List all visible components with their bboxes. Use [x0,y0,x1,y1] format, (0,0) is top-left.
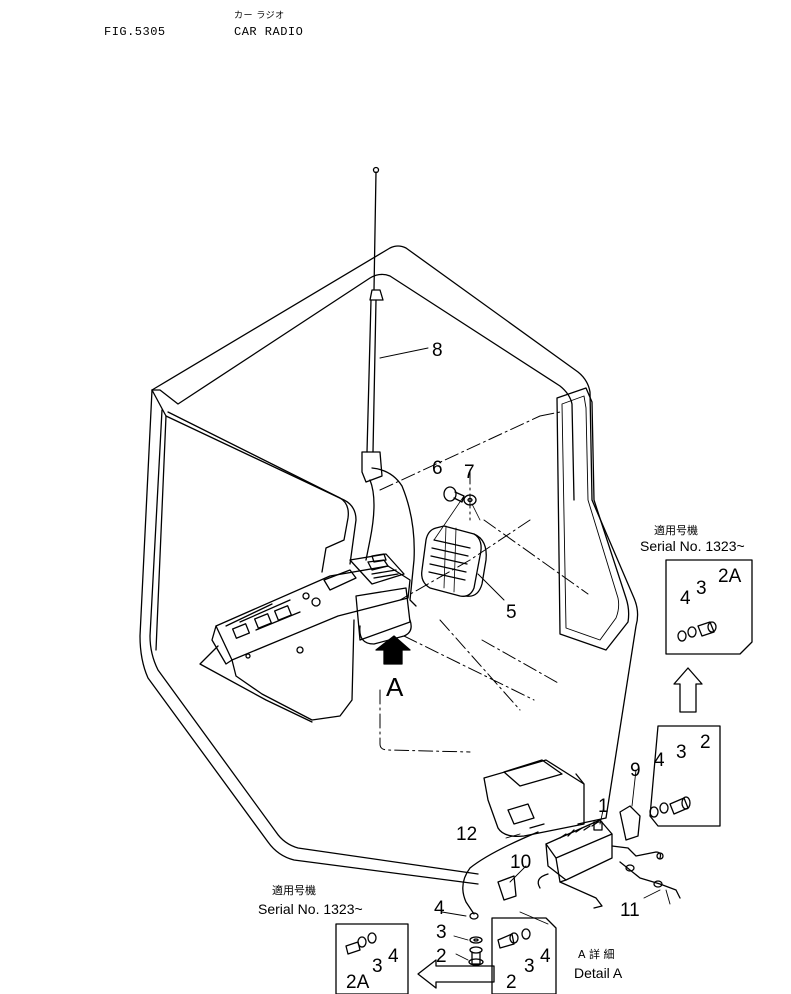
callout-3-bl: 3 [372,956,383,977]
callout-2-right: 2 [700,732,711,753]
callout-2A-bl: 2A [346,972,370,993]
leader-lines [441,805,661,961]
callout-8: 8 [432,340,443,361]
arrow-up [673,667,703,713]
callout-3-bd: 3 [524,956,535,977]
applicable-top-jp: 適用号機 [654,523,698,537]
leader-5 [477,573,505,601]
callout-4-top: 4 [680,588,691,609]
callout-9: 9 [630,760,641,781]
title-japanese: カー ラジオ [234,11,285,21]
console [199,553,412,723]
callout-10: 10 [510,852,531,873]
callout-12: 12 [456,824,477,845]
detail-jp: A 詳 細 [578,947,615,961]
cab-frame [139,245,639,885]
callout-7: 7 [464,462,475,483]
inset-box-top [665,559,753,655]
callout-view-a: A [386,672,404,702]
floor-plate [483,759,585,837]
fasteners-bottom [468,936,484,966]
callout-3-top: 3 [696,578,707,599]
title-english: CAR RADIO [234,25,304,39]
inset-bl-parts [345,932,377,955]
view-a-arrow [375,635,411,665]
speaker [421,525,487,597]
inset-box-bottom-left [335,923,409,994]
bracket-9 [619,805,641,841]
inset-right-parts [649,796,691,818]
applicable-top-serial: Serial No. 1323~ [640,538,745,554]
inset-box-right [649,725,721,827]
bolt-6 [443,486,465,503]
radio-unit [537,819,613,909]
leader-8 [379,347,429,359]
callout-4-mid: 4 [434,898,445,919]
callout-4-bd: 4 [540,946,551,967]
callout-3-right: 3 [676,742,687,763]
applicable-bottom-serial: Serial No. 1323~ [258,901,363,917]
applicable-bottom-jp: 適用号機 [272,883,316,897]
callout-3-mid: 3 [436,922,447,943]
detail-en: Detail A [574,965,623,981]
washer-7 [463,494,477,506]
callout-6: 6 [432,458,443,479]
callout-1: 1 [598,796,609,817]
inset-bd-parts [497,928,531,949]
callout-4-right: 4 [654,750,665,771]
inset-top-parts [677,621,717,642]
callout-2-bd: 2 [506,972,517,993]
figure-number: FIG.5305 [104,25,166,39]
inset-box-bottom-detail [491,917,557,994]
callout-2A-top: 2A [718,566,742,587]
harness-11 [611,845,681,899]
arrow-left [417,959,495,989]
bracket-10 [497,875,517,901]
callout-2-mid: 2 [436,946,447,967]
antenna [361,166,417,607]
callout-5: 5 [506,602,517,623]
callout-11: 11 [620,900,640,921]
cable-12 [462,831,539,915]
callout-4-bl: 4 [388,946,399,967]
